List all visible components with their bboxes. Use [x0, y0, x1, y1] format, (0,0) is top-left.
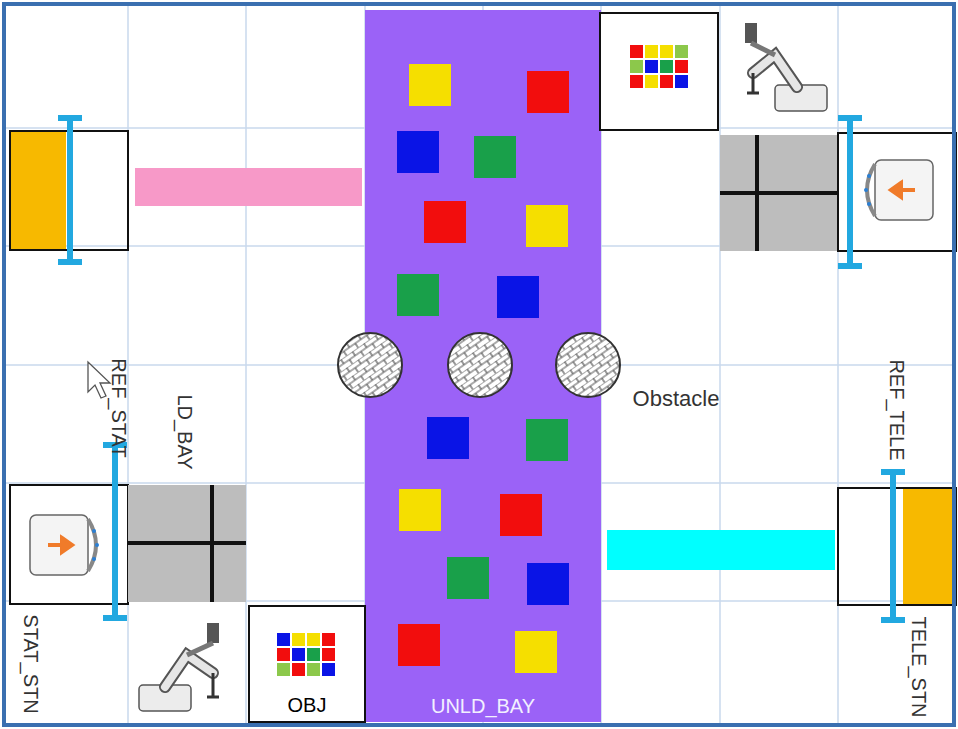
object-box: OBJ: [248, 605, 366, 723]
mouse-pointer: [88, 362, 110, 398]
station-label: STAT_STN: [19, 614, 42, 713]
frame: [4, 4, 954, 725]
stationary-station: [10, 445, 335, 711]
node-label: UNLD_BAY: [431, 695, 535, 718]
bay-label: LD_BAY: [173, 394, 196, 469]
obstacles: [338, 333, 620, 397]
node-label: OBJ: [288, 694, 327, 717]
colored-blocks: [397, 64, 569, 673]
obstacle-label: Obstacle: [633, 386, 720, 412]
reference-station-left: [10, 118, 362, 262]
robot-arm: [745, 23, 827, 111]
grid-lines: [6, 6, 952, 723]
reference-station-right: [607, 472, 956, 620]
reference-label: REF_TELE: [885, 359, 908, 460]
station-label: TELE_STN: [907, 616, 930, 717]
unload-bay-band: UNLD_BAY: [365, 10, 601, 722]
robot-arm: [139, 623, 219, 711]
tele-load-station: [600, 13, 956, 266]
reference-label: REF_STAT: [107, 358, 130, 457]
